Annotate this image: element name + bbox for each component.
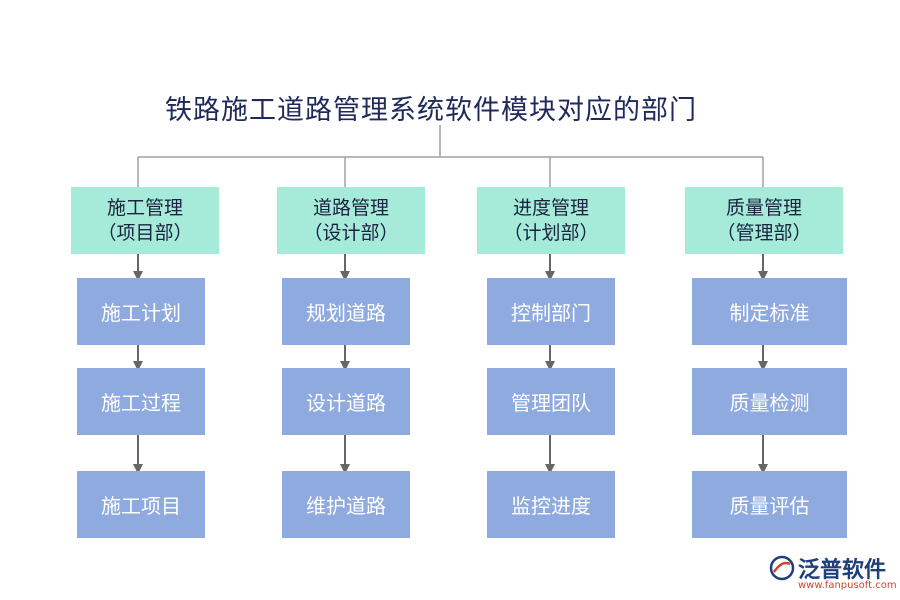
diagram-title: 铁路施工道路管理系统软件模块对应的部门 (165, 95, 697, 126)
dept-department: （管理部） (716, 221, 812, 244)
dept-name: 质量管理 (725, 196, 802, 219)
module-box: 监控进度 (487, 471, 615, 538)
module-box: 施工计划 (77, 278, 205, 345)
brand-logo: 泛普软件 www.fanpusoft.com (768, 552, 897, 596)
dept-name: 进度管理 (512, 196, 589, 219)
dept-box-construction: 施工管理 （项目部） (71, 187, 219, 254)
dept-department: （设计部） (303, 221, 399, 244)
brand-logo-icon (769, 555, 795, 581)
module-box: 制定标准 (692, 278, 847, 345)
module-box: 维护道路 (282, 471, 410, 538)
module-box: 施工过程 (77, 368, 205, 435)
module-box: 管理团队 (487, 368, 615, 435)
module-box: 质量检测 (692, 368, 847, 435)
module-box: 规划道路 (282, 278, 410, 345)
dept-name: 施工管理 (106, 196, 183, 219)
dept-box-quality: 质量管理 （管理部） (685, 187, 843, 254)
dept-department: （计划部） (503, 221, 599, 244)
brand-url: www.fanpusoft.com (798, 580, 897, 591)
module-box: 控制部门 (487, 278, 615, 345)
dept-box-road: 道路管理 （设计部） (277, 187, 425, 254)
dept-box-progress: 进度管理 （计划部） (477, 187, 625, 254)
dept-department: （项目部） (97, 221, 193, 244)
module-box: 施工项目 (77, 471, 205, 538)
brand-name: 泛普软件 (798, 558, 887, 583)
dept-name: 道路管理 (312, 196, 389, 219)
module-box: 设计道路 (282, 368, 410, 435)
module-box: 质量评估 (692, 471, 847, 538)
